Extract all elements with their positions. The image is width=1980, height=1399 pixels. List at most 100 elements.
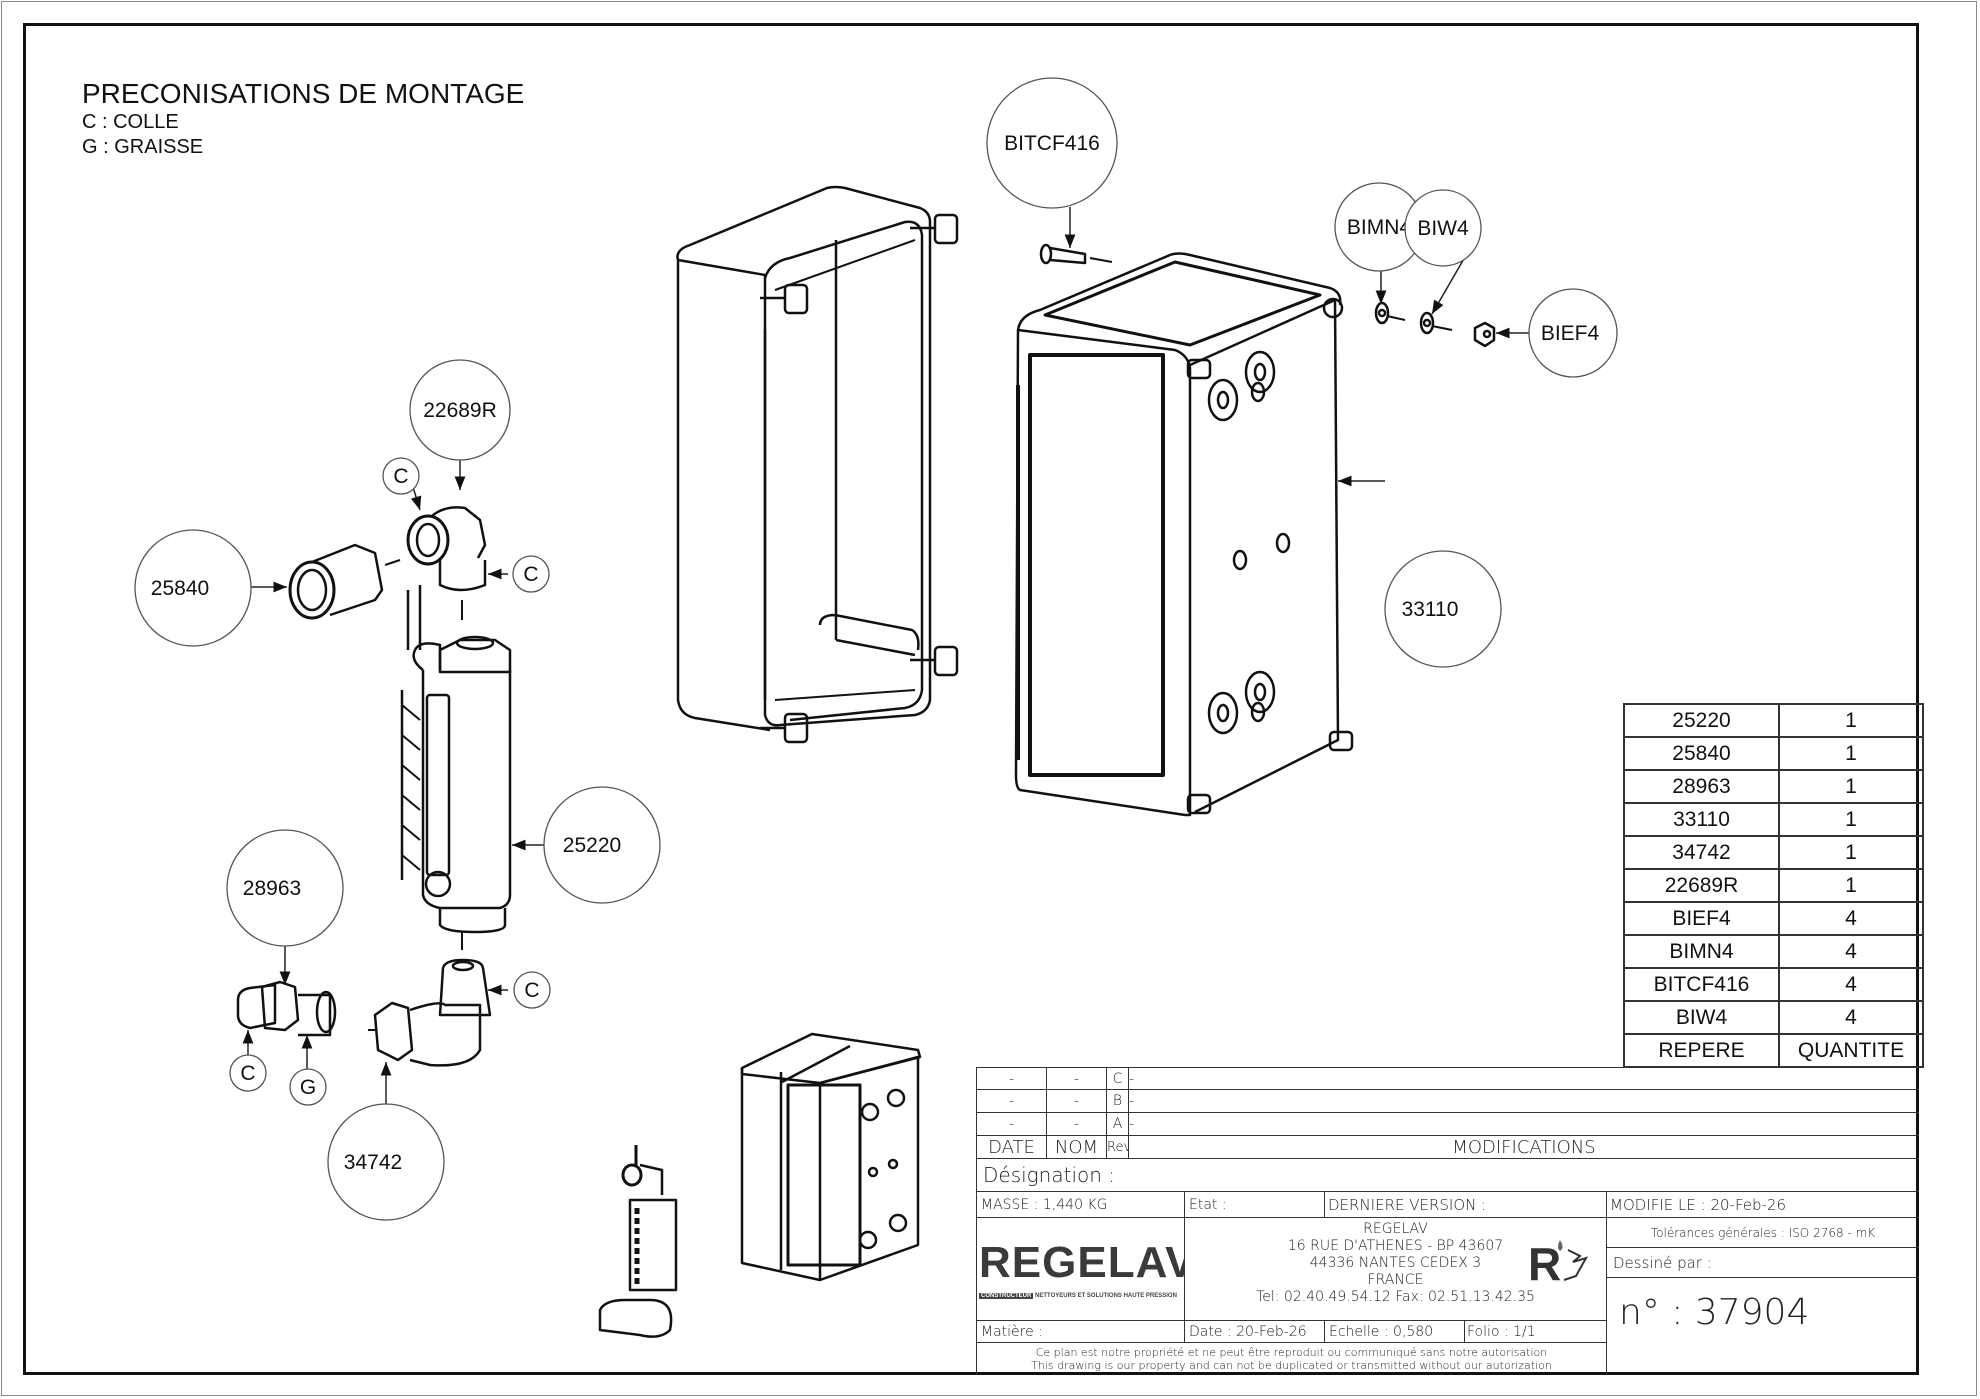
modifie-le-field: MODIFIE LE : 20-Feb-26 [1606,1191,1919,1217]
bom-repere: 34742 [1623,835,1780,870]
bom-repere: BIMN4 [1623,934,1780,969]
svg-text:BIEF4: BIEF4 [1541,322,1600,345]
rev-a-date: - [976,1112,1046,1135]
nut-bief4-part [1473,321,1496,348]
rev-c-date: - [976,1067,1046,1089]
svg-text:G: G [300,1076,316,1099]
balloon-BITCF416: BITCF416 [986,77,1118,209]
flowmeter-25220-part [400,585,512,950]
rev-b-date: - [976,1089,1046,1112]
bom-repere: 28963 [1623,769,1780,804]
bom-quantite: 1 [1778,835,1924,870]
svg-text:34742: 34742 [344,1151,402,1174]
derniere-version-field: DERNIERE VERSION : [1324,1191,1606,1217]
tolerances-field: Tolérances générales : ISO 2768 - mK [1606,1217,1919,1247]
rev-header-date: DATE [976,1135,1046,1158]
svg-text:R: R [1528,1238,1561,1286]
svg-text:C: C [393,465,408,488]
company-phone-fax: Tel: 02.40.49.54.12 Fax: 02.51.13.42.35 [1256,1289,1535,1305]
rev-b-nom: - [1046,1089,1106,1112]
balloon-25220: 25220 [543,786,661,904]
bom-quantite: 1 [1778,868,1924,903]
bom-repere: BIW4 [1623,1000,1780,1035]
logo-tag: CONSTRUCTEUR [979,1293,1034,1299]
drawing-frame [23,23,1919,1375]
folio-field: Folio : 1/1 [1464,1320,1606,1342]
enclosure-body-part [676,185,959,744]
balloon-colle-34742: C [513,971,551,1009]
company-country: FRANCE [1367,1272,1424,1288]
rev-c-mod: - [1128,1067,1919,1089]
assembled-flowmeter-view [598,1145,678,1338]
elbow-22689R-part [406,506,487,620]
washer-bimn4-part [1374,301,1406,325]
svg-text:BITCF416: BITCF416 [1004,132,1100,155]
bom-quantite: 1 [1778,769,1924,804]
svg-text:28963: 28963 [243,877,301,900]
coupling-25840-part [288,543,401,620]
designation-field: Désignation : [976,1158,1919,1191]
balloon-graisse-28963: G [289,1068,327,1106]
bom-quantite: 1 [1778,736,1924,771]
disclaimer: Ce plan est notre propriété et ne peut ê… [976,1342,1606,1375]
date-field: Date : 20-Feb-26 [1184,1320,1324,1342]
enclosure-33110-part [1014,252,1354,817]
masse-field: MASSE : 1,440 KG [976,1191,1184,1217]
notes-title: PRECONISATIONS DE MONTAGE [82,78,525,109]
echelle-field: Echelle : 0,580 [1324,1320,1464,1342]
svg-text:C: C [524,979,539,1002]
regelav-r-logo-icon: R [1528,1238,1589,1286]
bom-quantite: 4 [1778,901,1924,936]
svg-text:C: C [240,1062,255,1085]
screw-bitcf416-part [1039,243,1113,265]
bom-quantite: 4 [1778,934,1924,969]
assembly-notes: PRECONISATIONS DE MONTAGE C : COLLE G : … [82,78,524,160]
logo-wordmark: REGELAV [979,1238,1184,1287]
note-graisse: G : GRAISSE [82,136,204,158]
company-city: 44336 NANTES CEDEX 3 [1309,1255,1482,1271]
balloon-28963: 28963 [226,829,344,947]
balloon-BIW4: BIW4 [1404,189,1482,267]
bom-repere: BIEF4 [1623,901,1780,936]
balloon-BIEF4: BIEF4 [1528,288,1618,378]
dessine-par-field: Dessiné par : [1606,1247,1919,1277]
disclaimer-en: This drawing is our property and can not… [1031,1359,1552,1372]
assembled-enclosure-view [740,1032,922,1282]
svg-text:C: C [523,563,538,586]
logo-subtitle: NETTOYEURS ET SOLUTIONS HAUTE PRESSION [1035,1293,1177,1299]
note-colle: C : COLLE [82,111,179,133]
bom-quantite: 1 [1778,802,1924,837]
svg-text:22689R: 22689R [423,399,497,422]
balloon-colle-top: C [382,457,420,495]
washer-biw4-part [1419,311,1453,335]
bom-quantite: 4 [1778,967,1924,1002]
balloon-25840: 25840 [134,529,252,647]
bom-header-repere: REPERE [1623,1033,1780,1068]
rev-b-mod: - [1128,1089,1919,1112]
rev-header-rev: Rev [1106,1135,1128,1158]
bom-quantite: 4 [1778,1000,1924,1035]
company-name: REGELAV [1363,1221,1428,1237]
balloon-33110: 33110 [1384,550,1502,668]
drawing-number: n° : 37904 [1606,1277,1919,1375]
matiere-field: Matière : [976,1320,1184,1342]
bom-repere: 22689R [1623,868,1780,903]
bom-header-quantite: QUANTITE [1778,1033,1924,1068]
rev-header-nom: NOM [1046,1135,1106,1158]
rev-header-modifications: MODIFICATIONS [1128,1135,1919,1158]
balloon-22689R: 22689R [409,359,511,461]
balloon-BIMN4: BIMN4 [1334,182,1424,272]
balloon-34742: 34742 [327,1103,445,1221]
svg-text:BIW4: BIW4 [1417,217,1469,240]
company-address: REGELAV 16 RUE D'ATHENES - BP 43607 4433… [1184,1217,1606,1320]
